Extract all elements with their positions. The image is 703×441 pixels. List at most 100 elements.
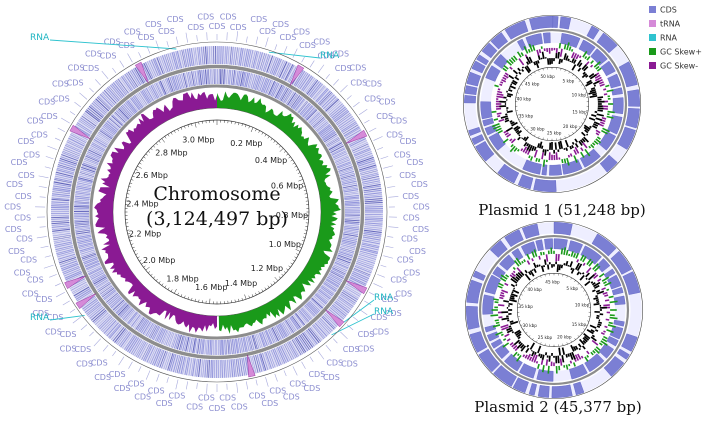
chromosome-cds-mark	[81, 166, 96, 173]
chromosome-cds-mark	[230, 339, 233, 355]
chromosome-cds-mark	[325, 136, 339, 146]
plasmid-1-gc-content-bar	[526, 61, 530, 66]
plasmid-1-cds-arrow	[481, 42, 498, 59]
chromosome-cds-mark	[317, 291, 330, 301]
chromosome-cds-mark	[270, 349, 278, 367]
chromosome-cds-mark	[356, 261, 374, 268]
chromosome-cds-mark	[179, 50, 185, 68]
chromosome-cds-mark	[144, 322, 153, 336]
chromosome-cds-mark	[87, 151, 102, 159]
chromosome-cds-mark	[184, 48, 190, 67]
chromosome-cds-mark	[134, 67, 145, 84]
plasmid-1-gc-skew-bar	[574, 146, 580, 154]
chromosome-cds-mark	[102, 91, 116, 106]
chromosome-cds-mark	[226, 359, 229, 378]
plasmid-2-gc-content-bar	[512, 289, 520, 294]
chromosome-cds-mark	[319, 318, 333, 332]
rna-leader-line	[49, 39, 177, 50]
scale-tick	[158, 281, 161, 284]
chromosome-cds-mark	[51, 201, 70, 204]
chromosome-cds-mark	[153, 58, 162, 76]
chromosome-cds-mark	[174, 355, 181, 373]
scale-tick	[180, 127, 183, 130]
plasmid-1-gc-skew-bar	[566, 42, 570, 51]
plasmid-1-gc-skew-bar	[517, 148, 520, 152]
plasmid-1-gc-skew-bar	[506, 60, 513, 66]
chromosome-cds-mark	[142, 89, 152, 103]
chromosome-cds-mark	[344, 197, 360, 201]
chromosome-cds-mark	[88, 105, 104, 119]
chromosome-cds-mark	[114, 80, 127, 96]
chromosome-cds-mark	[304, 77, 316, 93]
cds-feature-label: CDS	[36, 295, 53, 304]
chromosome-cds-mark	[255, 333, 262, 349]
plasmid-2-gc-content-bar	[591, 289, 596, 293]
chromosome-cds-mark	[129, 70, 140, 87]
chromosome-cds-mark	[257, 76, 264, 91]
chromosome-cds-mark	[80, 117, 96, 129]
chromosome-cds-mark	[294, 98, 305, 111]
cds-leader-line	[69, 308, 76, 313]
legend-swatch-rna	[649, 34, 656, 41]
plasmid-1-cds-arrow	[485, 65, 501, 82]
cds-feature-label: CDS	[390, 117, 407, 126]
plasmid-1-gc-content-bar	[560, 59, 564, 63]
plasmid-1-gc-content-bar	[581, 138, 586, 143]
plasmid-2-gc-content-bar	[538, 264, 541, 267]
plasmid-2-scale-tick	[536, 277, 538, 280]
plasmid-2-gc-content-bar	[565, 260, 569, 266]
plasmid-1-gc-content-bar	[504, 119, 510, 123]
plasmid-2-gc-skew-bar	[601, 276, 610, 282]
scale-tick	[288, 265, 291, 268]
chromosome-cds-mark	[324, 312, 339, 326]
chromosome-cds-mark	[308, 112, 320, 124]
plasmid-1-gc-content-bar	[592, 123, 599, 127]
chromosome-cds-mark	[342, 124, 359, 135]
plasmid-2-gc-skew-bar	[522, 354, 526, 358]
chromosome-cds-mark	[255, 51, 262, 70]
chromosome-cds-mark	[262, 78, 269, 93]
plasmid-2-gc-content-bar	[578, 347, 581, 351]
plasmid-1-scale-tick	[523, 80, 526, 83]
chromosome-cds-mark	[310, 83, 323, 99]
plasmid-1-cds-arrow	[596, 32, 618, 54]
chromosome-cds-mark	[182, 49, 188, 68]
chromosome-cds-mark	[241, 48, 246, 67]
plasmid-2-gc-skew-bar	[590, 351, 594, 356]
plasmid-1-gc-content-bar	[528, 56, 533, 64]
plasmid-1-gc-content-bar	[508, 74, 515, 80]
cds-leader-line	[292, 48, 298, 58]
chromosome-cds-mark	[295, 99, 306, 112]
plasmid-2-scale-tick	[585, 294, 588, 296]
chromosome-cds-mark	[250, 50, 256, 69]
cds-feature-label: CDS	[397, 255, 414, 264]
chromosome-cds-mark	[282, 321, 291, 335]
cds-leader-line	[274, 44, 278, 51]
plasmid-1-scale-tick	[581, 84, 584, 86]
plasmid-1-gc-content-bar	[512, 69, 518, 75]
chromosome-cds-mark	[167, 353, 174, 371]
plasmid-2-cds-arrow	[519, 363, 537, 379]
chromosome-cds-mark	[95, 312, 109, 326]
scale-label: 2.0 Mbp	[143, 256, 175, 265]
chromosome-cds-mark	[184, 357, 189, 375]
cds-feature-label: CDS	[158, 27, 175, 36]
chromosome-cds-mark	[124, 309, 135, 322]
cds-feature-label: CDS	[323, 373, 340, 382]
chromosome-cds-mark	[344, 225, 360, 229]
plasmid-1-gc-content-bar	[509, 120, 513, 123]
chromosome-cds-mark	[109, 296, 122, 308]
plasmid-1-gc-content-bar	[583, 126, 590, 132]
chromosome-cds-mark	[336, 161, 352, 168]
plasmid-2-gc-content-bar	[570, 268, 575, 274]
chromosome-cds-mark	[280, 345, 289, 363]
plasmid-1-cds-arrow	[522, 159, 542, 175]
gc-skew-positive-area	[217, 91, 341, 334]
scale-tick	[267, 136, 270, 139]
chromosome-cds-mark	[259, 77, 266, 92]
scale-tick	[139, 162, 142, 165]
cds-leader-line	[101, 70, 109, 80]
cds-feature-label: CDS	[364, 94, 381, 103]
chromosome-cds-mark	[252, 50, 258, 69]
chromosome-cds-mark	[56, 250, 75, 256]
